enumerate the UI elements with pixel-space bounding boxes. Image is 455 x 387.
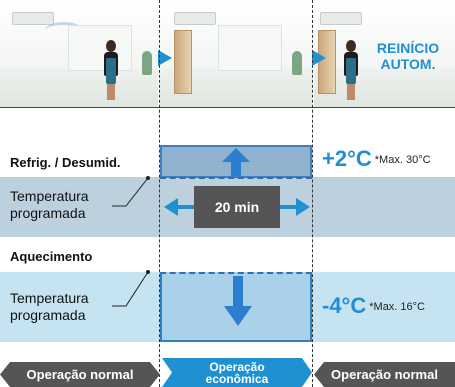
- transition-arrow-icon: [312, 50, 326, 66]
- cooling-set-temp-line1: Temperatura: [10, 188, 89, 204]
- heating-set-temp-line2: programada: [10, 307, 86, 323]
- air-conditioner-icon: [174, 12, 216, 25]
- restart-label: REINÍCIO AUTOM.: [364, 40, 452, 72]
- window-shape: [218, 25, 282, 71]
- scene-normal-left: [0, 0, 158, 107]
- cooling-set-temp-dashed: [160, 177, 312, 179]
- plant-icon: [292, 51, 302, 75]
- cooling-max-note: *Max. 30°C: [374, 154, 431, 166]
- phase-economy-line2: econômica: [205, 371, 269, 386]
- cooling-temp-value: +2°C: [322, 146, 372, 171]
- door-icon: [174, 30, 192, 94]
- scene-floor: [0, 69, 158, 107]
- window-shape: [68, 25, 132, 71]
- airflow-icon: [45, 22, 83, 39]
- restart-label-line2: AUTOM.: [380, 56, 436, 72]
- scene-economy: [160, 0, 312, 107]
- air-conditioner-icon: [12, 12, 54, 25]
- cooling-set-temp-label: Temperatura programada: [10, 188, 89, 222]
- down-arrow-icon: [224, 276, 252, 326]
- heating-set-temp-line1: Temperatura: [10, 290, 89, 306]
- heating-temp-offset: -4°C*Max. 16°C: [322, 293, 425, 319]
- person-icon: [338, 40, 364, 100]
- heating-mode-label: Aquecimento: [10, 249, 93, 264]
- heating-temp-value: -4°C: [322, 293, 367, 318]
- phase-normal-left: Operação normal: [0, 362, 160, 387]
- scene-floor: [314, 69, 455, 107]
- phase-economy-line1: Operação: [209, 359, 265, 374]
- cooling-temp-offset: +2°C*Max. 30°C: [322, 146, 431, 172]
- phase-economy: Operação econômica: [162, 358, 312, 387]
- scene-divider: [0, 107, 455, 108]
- cooling-mode-label: Refrig. / Desumid.: [10, 155, 121, 170]
- phase-divider-left: [159, 0, 160, 387]
- air-conditioner-icon: [320, 12, 362, 25]
- phase-normal-left-label: Operação normal: [26, 367, 134, 382]
- phase-normal-right-label: Operação normal: [331, 367, 438, 382]
- cooling-set-temp-line2: programada: [10, 205, 86, 221]
- restart-label-line1: REINÍCIO: [376, 40, 440, 56]
- heating-set-temp-label: Temperatura programada: [10, 290, 89, 324]
- up-arrow-icon: [222, 148, 250, 176]
- phase-normal-right: Operação normal: [314, 362, 455, 387]
- heating-max-note: *Max. 16°C: [369, 301, 426, 313]
- scene-normal-right: REINÍCIO AUTOM.: [314, 0, 455, 107]
- phase-divider-right: [312, 0, 313, 387]
- person-icon: [98, 40, 124, 100]
- transition-arrow-icon: [158, 50, 172, 66]
- plant-icon: [142, 51, 152, 75]
- timer-duration: 20 min: [194, 186, 280, 228]
